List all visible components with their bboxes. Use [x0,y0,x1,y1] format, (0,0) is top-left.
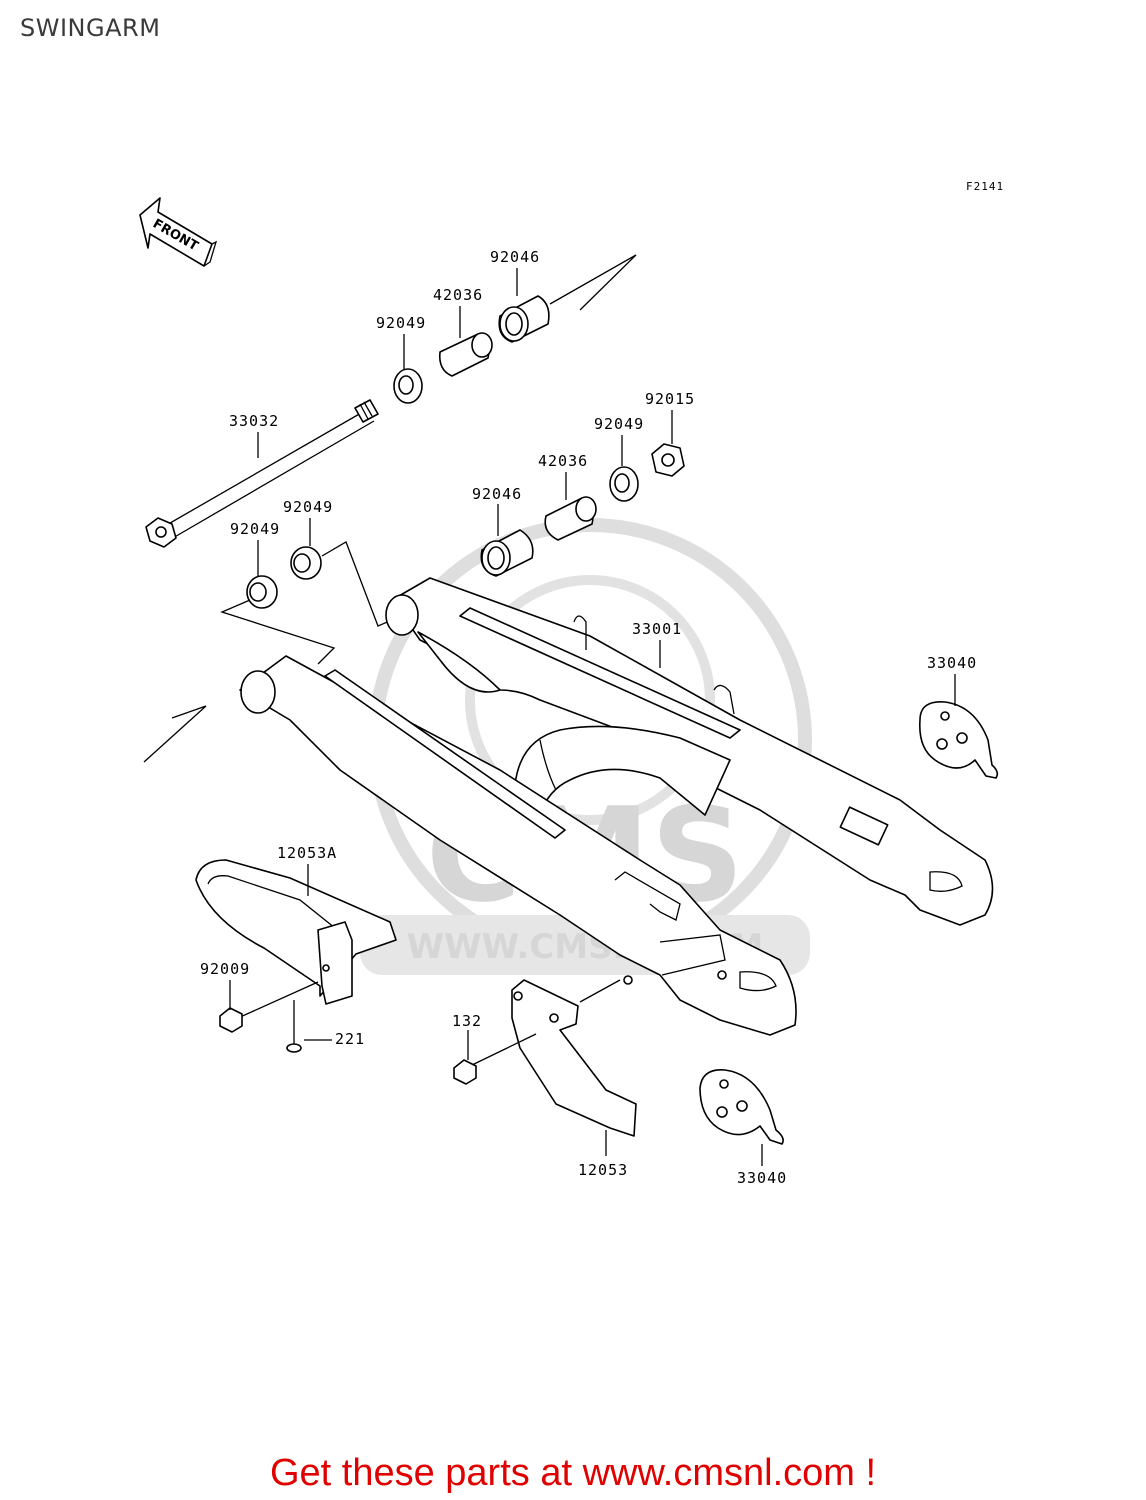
part-label-92049-b: 92049 [283,498,333,516]
part-label-92015: 92015 [645,390,695,408]
collar-42036-mid [544,496,597,541]
leader-washers-left [220,599,336,665]
part-label-42036-top: 42036 [433,286,483,304]
front-arrow-icon: FRONT [139,197,218,267]
pivot-shaft-33032 [145,399,379,548]
nut-92015 [651,443,685,477]
bolt-92009 [219,981,319,1033]
leader-92046-upper-group [549,254,637,311]
chain-adjuster-33040-bottom [699,1069,784,1145]
part-label-92049-a: 92049 [230,520,280,538]
page-title: SWINGARM [20,14,161,42]
part-label-132: 132 [452,1012,482,1030]
chain-guard-12053 [511,979,637,1137]
part-label-92009: 92009 [200,960,250,978]
part-label-12053: 12053 [578,1161,628,1179]
part-label-33040-bottom: 33040 [737,1169,787,1187]
washer-92049-upper [393,368,423,404]
chain-adjuster-33040-top [918,701,999,779]
washer-92049-a [246,575,278,609]
screw-221 [286,1000,332,1053]
leader-pivot-left [143,705,207,763]
part-label-92049-right: 92049 [594,415,644,433]
washer-92049-right [609,466,639,502]
part-label-92046-top: 92046 [490,248,540,266]
bearing-92046-mid [480,529,534,577]
part-label-42036-mid: 42036 [538,452,588,470]
bearing-92046-upper [498,295,550,343]
part-label-33040-top: 33040 [927,654,977,672]
figure-code: F2141 [966,180,1004,193]
washer-92049-b [290,546,322,580]
part-label-221: 221 [335,1030,365,1048]
leader-washers-right [321,541,393,627]
swingarm-33001 [239,577,994,1036]
part-label-33001: 33001 [632,620,682,638]
footer-shop-link[interactable]: Get these parts at www.cmsnl.com ! [269,1452,877,1494]
parts-diagram: CMS WWW.CMSNL.COM F2141 FRONT [139,180,1004,1187]
leader-lines [229,268,956,1166]
bolt-132 [453,1033,537,1085]
part-label-33032: 33032 [229,412,279,430]
watermark-logo-inner [465,575,715,825]
part-label-92049-top: 92049 [376,314,426,332]
part-label-12053a: 12053A [277,844,337,862]
chain-guide-12053a [195,859,397,1005]
collar-42036-upper [438,332,493,377]
part-label-92046-mid: 92046 [472,485,522,503]
